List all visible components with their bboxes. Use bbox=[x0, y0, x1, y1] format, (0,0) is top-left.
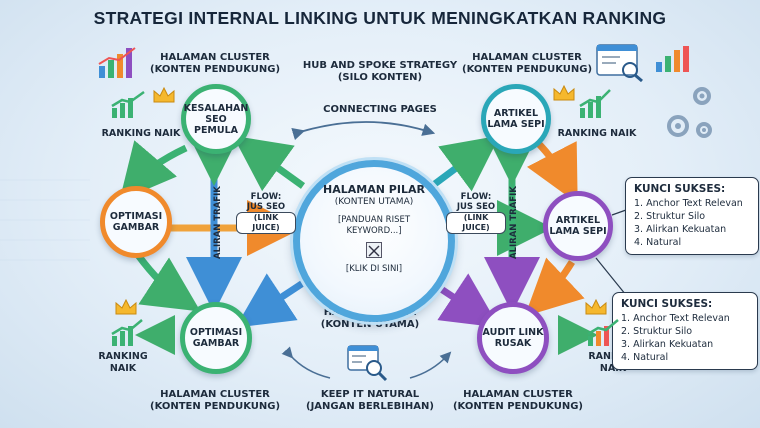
label-cluster-top-left: HALAMAN CLUSTER(KONTEN PENDUKUNG) bbox=[150, 52, 281, 75]
flow-label-right: FLOW: JUS SEO (LINK JUICE) bbox=[446, 192, 506, 234]
arrow-connecting-pages bbox=[291, 121, 436, 141]
label-cluster-bottom-left: HALAMAN CLUSTER(KONTEN PENDUKUNG) bbox=[150, 389, 281, 412]
label-cluster-bottom-right: HALAMAN CLUSTER(KONTEN PENDUKUNG) bbox=[452, 389, 584, 412]
trend-up-icon-top-right bbox=[579, 89, 611, 118]
background-grid bbox=[0, 179, 90, 261]
trend-up-icon-bottom-right bbox=[587, 319, 619, 346]
pillar-klik-link[interactable]: [KLIK DI SINI] bbox=[345, 264, 403, 274]
label-hub-and-spoke: HUB AND SPOKE STRATEGY(SILO KONTEN) bbox=[302, 60, 458, 83]
crown-icon-bottom-right bbox=[585, 298, 607, 315]
arrow-pillar-optimasi-bottom bbox=[235, 273, 305, 328]
label-connecting-pages: CONNECTING PAGES bbox=[323, 104, 437, 115]
arrow-kesalahan-optimasi-left bbox=[119, 140, 188, 201]
flow-label-left: FLOW: JUS SEO (LINK JUICE) bbox=[236, 192, 296, 234]
arrow-natural-right bbox=[409, 351, 452, 379]
crown-icon-top-left bbox=[153, 86, 175, 103]
browser-search-icon bbox=[596, 44, 643, 82]
bar-chart-icon-top-right bbox=[656, 46, 689, 72]
pillar-subtitle: (KONTEN UTAMA) bbox=[334, 197, 414, 207]
arrow-natural-left bbox=[281, 346, 331, 379]
crown-icon-bottom-left bbox=[115, 298, 137, 315]
aliran-trafik-left: ALIRAN TRAFIK bbox=[213, 186, 223, 259]
kunci-sukses-box-1: KUNCI SUKSES: 1. Anchor Text Relevan 2. … bbox=[625, 177, 759, 255]
x-icon bbox=[368, 245, 380, 257]
trend-up-icon-bottom-left bbox=[111, 319, 143, 346]
arrow-optimasi-left-optimasi-bottom bbox=[135, 252, 201, 312]
label-ranking-top-right: RANKING NAIK bbox=[557, 128, 637, 139]
arrow-artikel-right-audit bbox=[524, 257, 585, 317]
document-search-icon bbox=[347, 345, 388, 382]
node-halaman-pilar: HALAMAN PILAR (KONTEN UTAMA) [PANDUAN RI… bbox=[293, 160, 455, 322]
pointer-kunci1 bbox=[611, 209, 627, 216]
label-ranking-top-left: RANKING NAIK bbox=[101, 128, 181, 139]
gear-icon bbox=[667, 87, 712, 138]
page-title: STRATEGI INTERNAL LINKING UNTUK MENINGKA… bbox=[93, 8, 667, 28]
arrow-pillar-kesalahan bbox=[232, 135, 306, 192]
broken-image-icon bbox=[366, 242, 382, 258]
crown-icon-top-right bbox=[553, 84, 575, 101]
arrow-pillar-artikel-top bbox=[429, 135, 500, 192]
kunci-sukses-box-2: KUNCI SUKSES: 1. Anchor Text Relevan 2. … bbox=[612, 292, 758, 370]
trend-up-icon-top-left bbox=[111, 90, 145, 118]
pillar-title: HALAMAN PILAR bbox=[323, 183, 425, 196]
label-cluster-top-right: HALAMAN CLUSTER(KONTEN PENDUKUNG) bbox=[462, 52, 593, 75]
arrow-artikel-top-artikel-right bbox=[527, 139, 578, 204]
aliran-trafik-right: ALIRAN TRAFIK bbox=[509, 186, 519, 259]
label-keep-natural: KEEP IT NATURAL(JANGAN BERLEBIHAN) bbox=[306, 389, 434, 412]
arrow-pillar-audit bbox=[430, 273, 500, 328]
bar-chart-icon-top-left bbox=[98, 47, 136, 78]
